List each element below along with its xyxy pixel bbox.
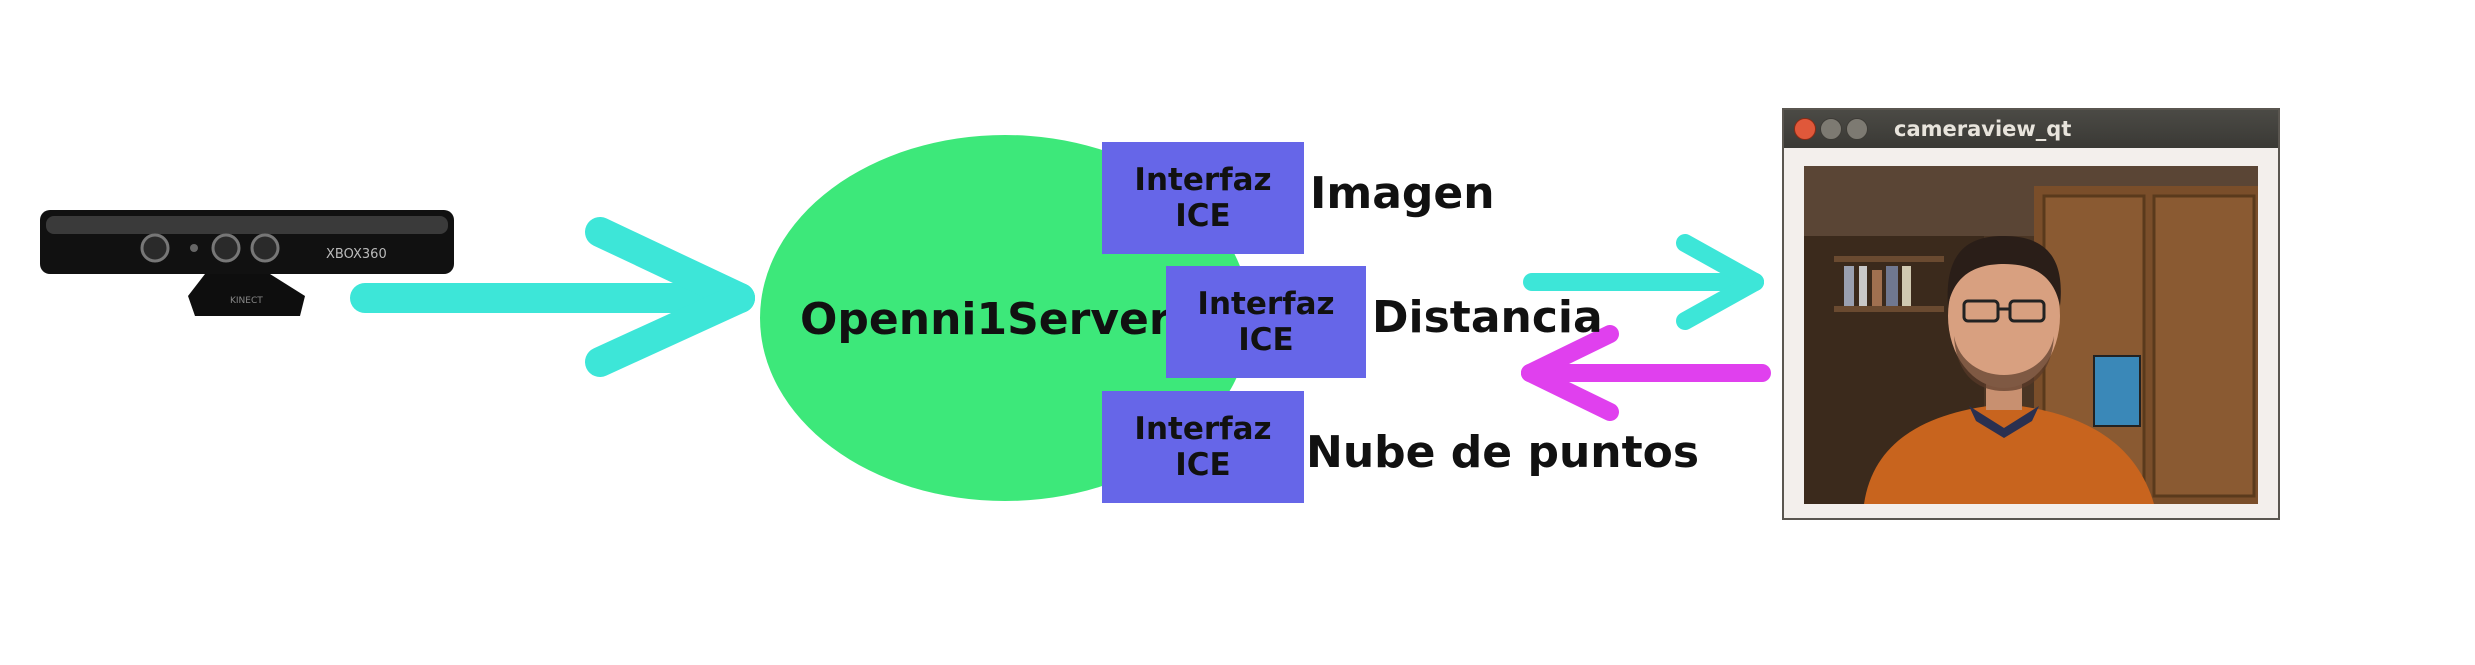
kinect-sensor-icon: XBOX360 KINECT [40, 210, 454, 316]
ice-box-line-1: Interfaz [1134, 162, 1272, 198]
server-name: Openni1Server [800, 294, 1171, 345]
ice-box-line-2: ICE [1238, 322, 1294, 358]
ice-box-line-1: Interfaz [1134, 411, 1272, 447]
camera-feed-image [1804, 166, 2258, 504]
close-window-icon[interactable] [1794, 118, 1816, 140]
ice-box-line-1: Interfaz [1197, 286, 1335, 322]
interface-name-distancia: Distancia [1372, 292, 1603, 343]
interface-name-nube-de-puntos: Nube de puntos [1306, 427, 1700, 478]
arrow-server-to-client [1523, 234, 1764, 330]
minimize-window-icon[interactable] [1820, 118, 1842, 140]
window-titlebar[interactable]: cameraview_qt [1784, 110, 2278, 148]
maximize-window-icon[interactable] [1846, 118, 1868, 140]
interface-name-imagen: Imagen [1310, 168, 1495, 219]
ice-box-line-2: ICE [1175, 447, 1231, 483]
ice-box-nube: Interfaz ICE [1102, 391, 1304, 503]
camera-feed-scene-icon [1804, 166, 2258, 504]
ice-box-line-2: ICE [1175, 198, 1231, 234]
arrow-client-to-server [1521, 325, 1771, 421]
kinect-brand-text: XBOX360 [326, 247, 387, 262]
client-camera-window[interactable]: cameraview_qt [1782, 108, 2280, 520]
arrow-sensor-to-server [350, 217, 755, 377]
ice-box-imagen: Interfaz ICE [1102, 142, 1304, 254]
ice-box-distancia: Interfaz ICE [1166, 266, 1366, 378]
window-title: cameraview_qt [1894, 117, 2072, 141]
kinect-base-text: KINECT [230, 296, 263, 306]
